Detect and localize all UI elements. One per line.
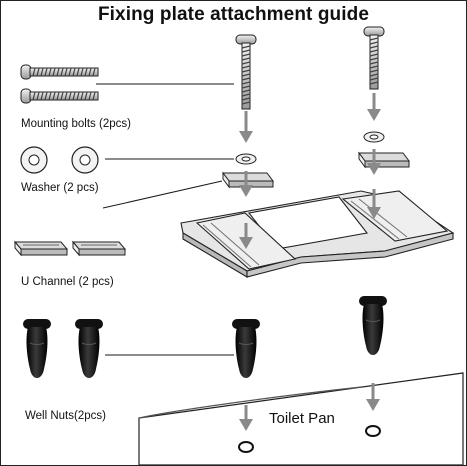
label-washer: Washer (2 pcs): [21, 182, 99, 194]
toilet-pan-outline: [138, 372, 464, 465]
leader-lines: [96, 83, 234, 356]
label-mounting-bolts: Mounting bolts (2pcs): [21, 118, 131, 130]
washers-loose: [20, 146, 99, 174]
u-channels-loose: [13, 240, 127, 257]
assembly-arrows: [239, 93, 381, 431]
label-well-nuts: Well Nuts(2pcs): [25, 410, 106, 422]
mounting-bolts-installed: [235, 26, 385, 110]
well-nuts-loose: [23, 319, 103, 378]
washers-installed: [235, 131, 385, 165]
pan-holes: [238, 425, 381, 453]
fixing-plate: [180, 190, 455, 278]
label-u-channel: U Channel (2 pcs): [21, 276, 114, 288]
mounting-bolts-loose: [20, 64, 99, 104]
diagram-title: Fixing plate attachment guide: [97, 4, 370, 25]
leader-line-uchannel: [102, 180, 223, 209]
label-toilet-pan: Toilet Pan: [269, 410, 335, 427]
well-nuts-installed: [232, 296, 387, 378]
